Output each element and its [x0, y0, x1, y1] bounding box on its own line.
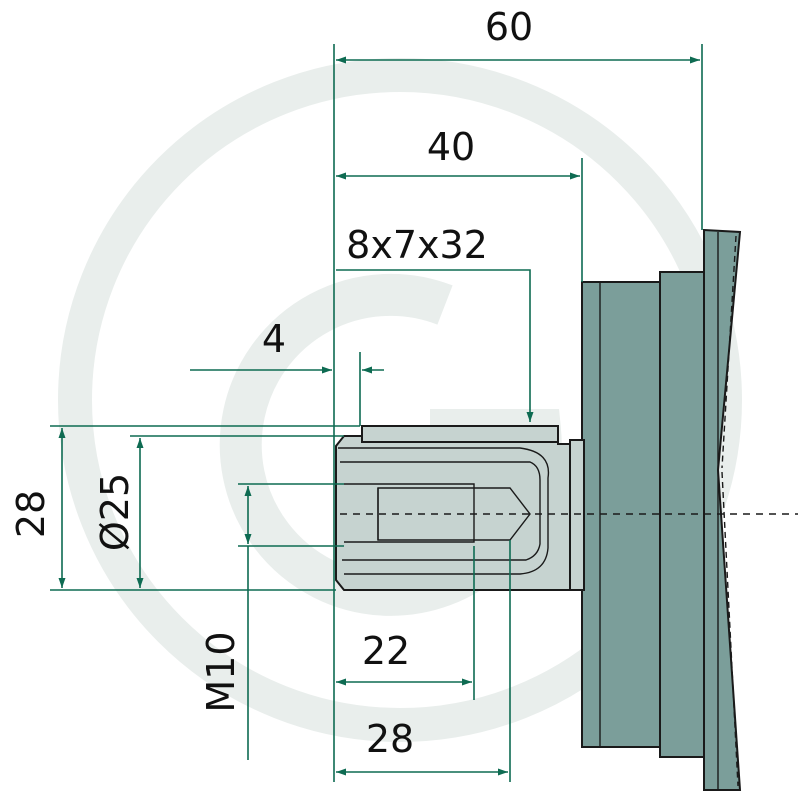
- dim-spline-leader: [336, 269, 534, 422]
- shaft-collar: [569, 439, 585, 591]
- spline-inner-line: [338, 447, 550, 575]
- flange-cut-section: [703, 228, 742, 791]
- dimension-lines: [58, 56, 700, 776]
- label-m10: M10: [199, 631, 243, 712]
- break-line-top: [721, 235, 737, 469]
- shaft-body: [335, 435, 571, 591]
- spline-root-line: [340, 461, 541, 561]
- flange-body: [581, 228, 742, 791]
- spline-tooth: [361, 425, 559, 443]
- label-22: 22: [362, 629, 410, 673]
- label-4: 4: [262, 317, 286, 361]
- extension-lines: [50, 44, 703, 782]
- label-diameter-25: Ø25: [93, 473, 137, 551]
- label-28-vertical: 28: [9, 490, 53, 538]
- thread-bore: [344, 483, 475, 543]
- label-28-horizontal: 28: [366, 717, 414, 761]
- break-line-bottom: [721, 471, 739, 787]
- spline-shaft: [335, 425, 585, 591]
- dimension-labels: 60 40 8x7x32 4 28 Ø25 M10 22 28: [9, 5, 533, 761]
- label-60: 60: [485, 5, 533, 49]
- label-40: 40: [427, 125, 475, 169]
- label-spline-spec: 8x7x32: [346, 223, 488, 267]
